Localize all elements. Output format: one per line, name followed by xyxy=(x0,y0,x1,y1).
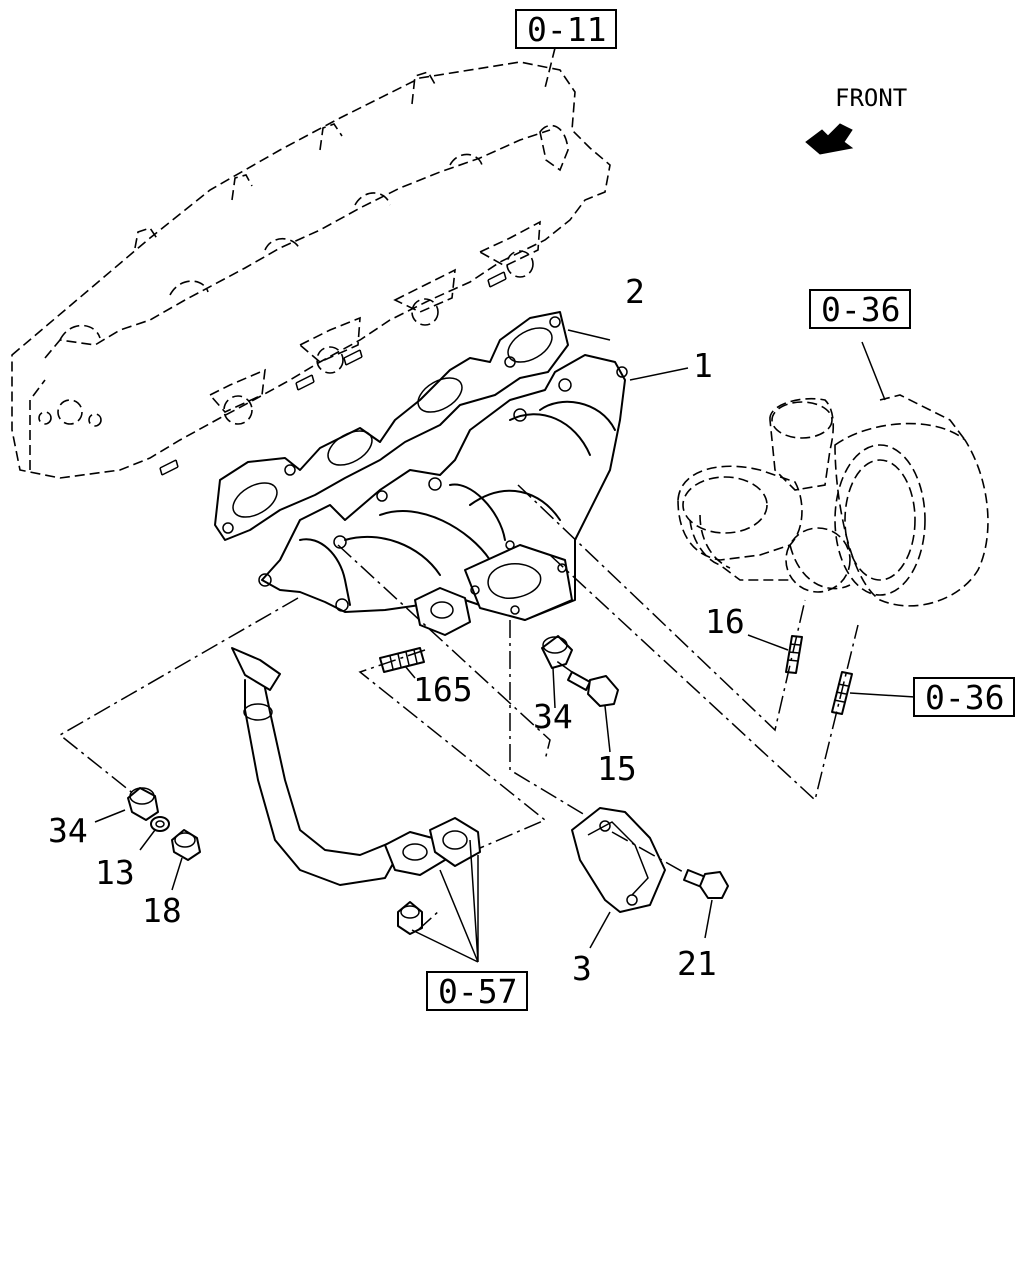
callout-16: 16 xyxy=(705,602,745,641)
bolt-15 xyxy=(567,671,619,707)
flange-nut-18 xyxy=(171,829,201,861)
ref-box-egr-pipe[interactable]: 0-57 xyxy=(426,971,528,1011)
callout-13: 13 xyxy=(95,853,135,892)
callout-34-lower: 34 xyxy=(48,811,88,850)
nut-34-lower xyxy=(127,787,159,821)
ref-box-cylinder-head-label: 0-11 xyxy=(527,10,606,49)
ref-box-egr-pipe-label: 0-57 xyxy=(438,972,517,1011)
callout-18: 18 xyxy=(142,891,182,930)
front-direction-arrow xyxy=(805,123,854,155)
bolt-21 xyxy=(683,869,729,899)
callout-2: 2 xyxy=(625,272,645,311)
callout-15: 15 xyxy=(597,749,637,788)
washer-13 xyxy=(150,816,170,832)
manifold-stud-165 xyxy=(379,647,425,673)
turbo-stud-16 xyxy=(785,635,803,674)
callout-165: 165 xyxy=(413,670,473,709)
manifold-gasket xyxy=(214,311,569,541)
callout-1: 1 xyxy=(693,346,713,385)
callout-3: 3 xyxy=(572,949,592,988)
egr-pipe xyxy=(231,647,481,935)
exhaust-manifold xyxy=(258,354,628,636)
callout-34-upper: 34 xyxy=(533,697,573,736)
front-label: FRONT xyxy=(835,84,907,112)
callout-21: 21 xyxy=(677,944,717,983)
ref-box-turbocharger-label: 0-36 xyxy=(821,290,900,329)
ref-box-turbo-stud[interactable]: 0-36 xyxy=(913,677,1015,717)
ref-box-turbo-stud-label: 0-36 xyxy=(925,678,1004,717)
cylinder-head xyxy=(11,61,611,479)
ref-box-turbocharger[interactable]: 0-36 xyxy=(809,289,911,329)
leader-lines xyxy=(58,329,916,963)
ref-box-cylinder-head[interactable]: 0-11 xyxy=(515,9,617,49)
turbocharger xyxy=(677,394,989,607)
heat-shield xyxy=(571,807,666,913)
nut-34-upper xyxy=(541,635,573,669)
